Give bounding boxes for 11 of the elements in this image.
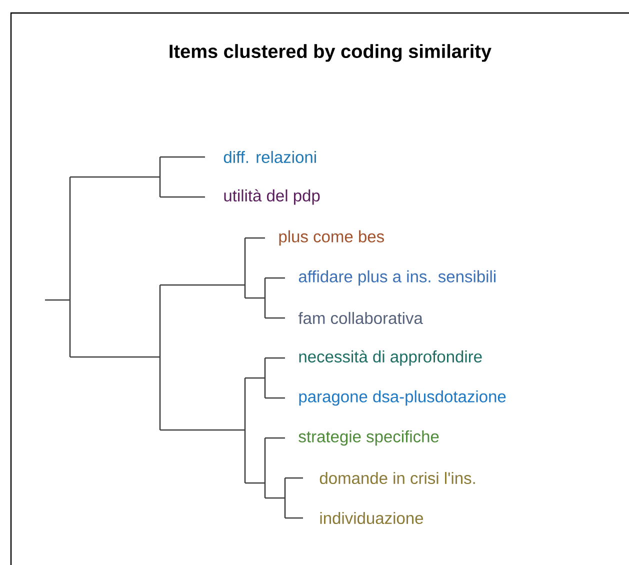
leaf-label: strategie specifiche: [298, 430, 439, 446]
title: Items clustered by coding similarity: [170, 44, 492, 62]
leaf-label: individuazione: [320, 512, 423, 524]
leaf-label: diff. relazioni: [224, 150, 316, 164]
leaf-label: domande in crisi l'ins.: [320, 472, 475, 484]
leaf-label: paragone dsa-plusdotazione: [299, 390, 506, 406]
leaf-label: utilità del pdp: [224, 189, 320, 205]
leaf-label: plus come bes: [279, 230, 384, 246]
leaf-label: fam collaborativa: [298, 312, 423, 324]
leaf-label: affidare plus a ins. sensibili: [298, 270, 496, 286]
leaf-label: necessità di approfondire: [299, 350, 482, 366]
